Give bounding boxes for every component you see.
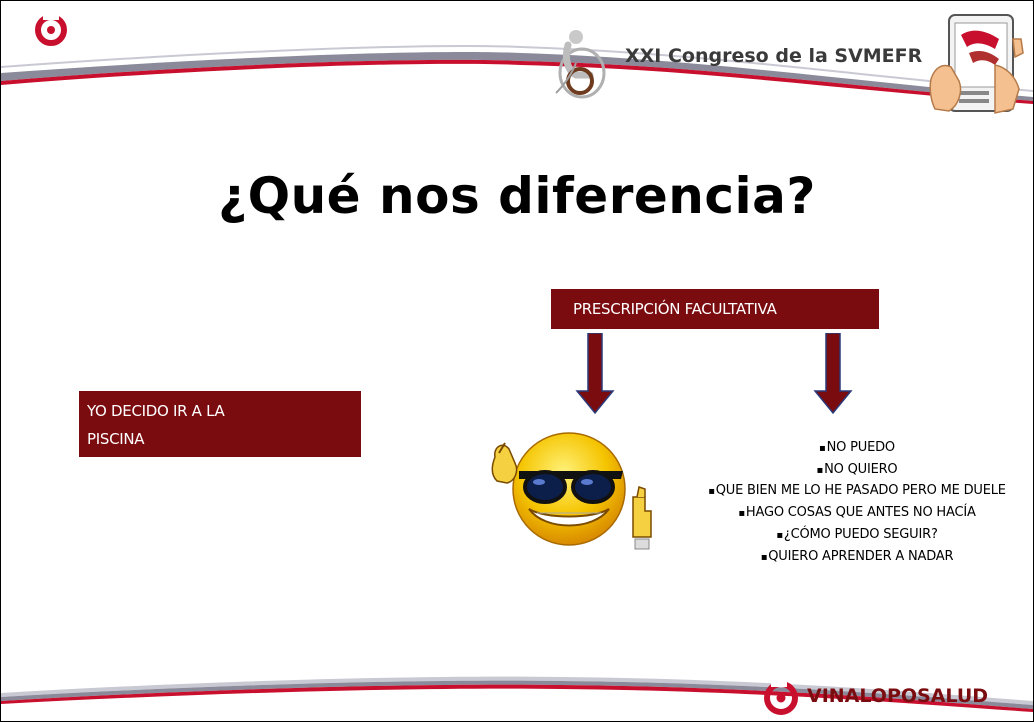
footer-band xyxy=(1,676,1033,712)
bullet-list: NO PUEDO NO QUIERO QUE BIEN ME LO HE PAS… xyxy=(677,437,1033,568)
congress-logo-icon xyxy=(555,30,606,99)
prescription-box: PRESCRIPCIÓN FACULTATIVA xyxy=(551,289,879,329)
tablet-icon xyxy=(929,14,1024,114)
brand-name: VINALOPOSALUD xyxy=(807,685,989,707)
vinalopo-logo-icon xyxy=(764,681,798,715)
list-item: QUIERO APRENDER A NADAR xyxy=(677,546,1033,568)
corner-logo-icon xyxy=(35,14,67,46)
list-item: NO PUEDO xyxy=(677,437,1033,459)
congress-title: XXI Congreso de la SVMEFR xyxy=(625,45,923,67)
down-arrow-icon xyxy=(575,333,615,415)
list-item: ¿CÓMO PUEDO SEGUIR? xyxy=(677,524,1033,546)
list-item: HAGO COSAS QUE ANTES NO HACÍA xyxy=(677,502,1033,524)
list-item: NO QUIERO xyxy=(677,459,1033,481)
decision-box-line-2: PISCINA xyxy=(87,430,145,448)
smiley-sunglasses-icon xyxy=(491,432,652,550)
list-item: QUE BIEN ME LO HE PASADO PERO ME DUELE xyxy=(677,481,1033,502)
header-band xyxy=(1,44,1033,104)
page-title: ¿Qué nos diferencia? xyxy=(218,167,816,225)
down-arrow-icon xyxy=(813,333,853,415)
decision-box: YO DECIDO IR A LA PISCINA xyxy=(79,391,361,457)
decision-box-line-1: YO DECIDO IR A LA xyxy=(87,402,225,420)
